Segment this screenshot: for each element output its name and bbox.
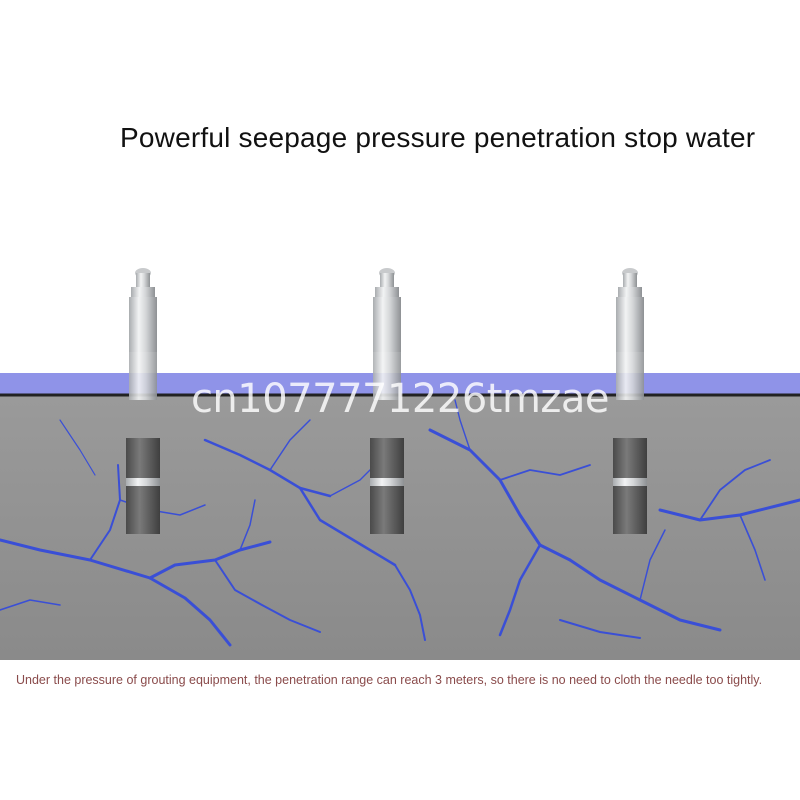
grouting-packer-2 xyxy=(370,268,404,534)
caption: Under the pressure of grouting equipment… xyxy=(16,673,763,687)
grouting-packer-3 xyxy=(613,268,647,534)
crack-network xyxy=(0,399,800,647)
watermark-text: cn1077771226tmzae xyxy=(190,376,610,422)
headline: Powerful seepage pressure penetration st… xyxy=(120,122,756,153)
grouting-illustration xyxy=(0,268,800,660)
grouting-packer-1 xyxy=(126,268,160,534)
